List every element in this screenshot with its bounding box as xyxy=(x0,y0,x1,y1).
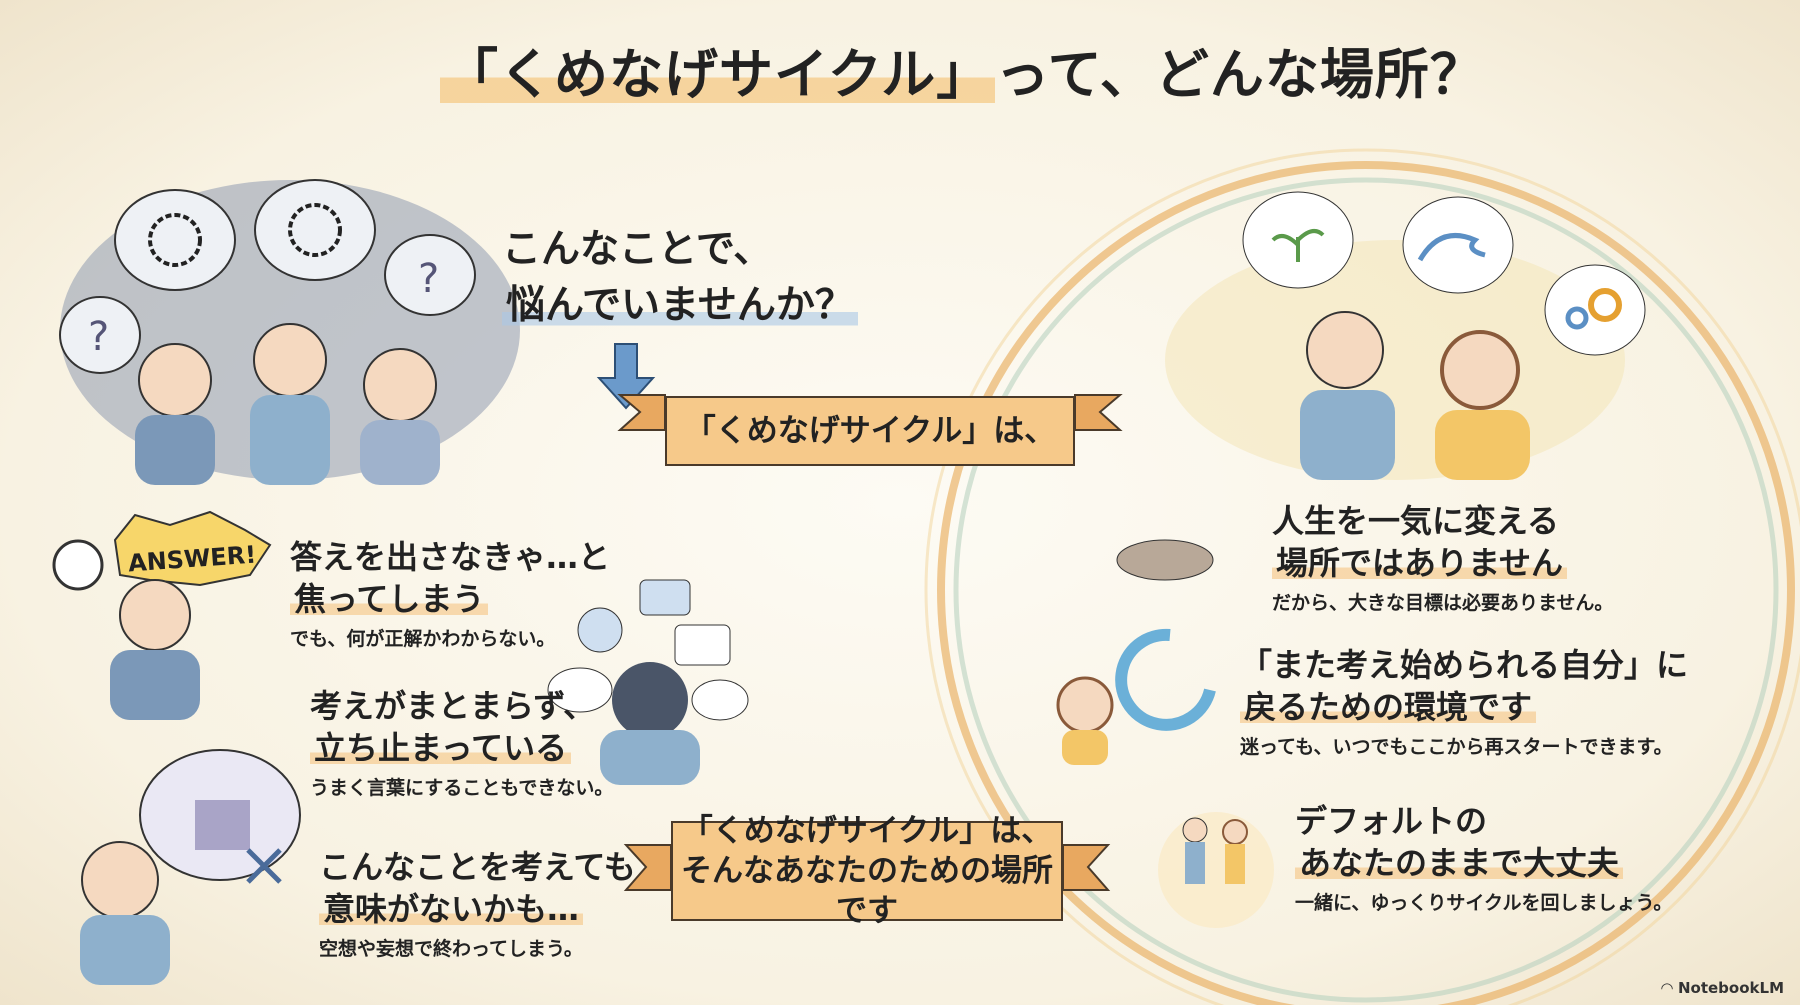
walking-couple xyxy=(1158,812,1274,928)
left-item-meaningless: こんなことを考えても 意味がないかも… 空想や妄想で終わってしまう。 xyxy=(319,848,636,960)
castle-daydream xyxy=(80,749,301,985)
frustrated-person xyxy=(110,579,200,720)
right-item-environment: 「また考え始められる自分」に 戻るための環境です 迷っても、いつでもここから再ス… xyxy=(1240,646,1689,758)
answer-burst xyxy=(113,510,272,587)
banner-top xyxy=(617,394,1123,431)
alarm-clock-icon xyxy=(52,539,104,591)
worried-people-illustration: ? ? xyxy=(59,179,520,485)
banner-bottom-label: 「くめなげサイクル」は、 そんなあなたのための場所です xyxy=(671,813,1063,929)
svg-text:?: ? xyxy=(418,256,439,302)
refresh-cycle-icon xyxy=(1056,628,1216,765)
banner-bottom xyxy=(623,844,1111,891)
left-item-rush: 答えを出さなきゃ…と 焦ってしまう でも、何が正解かわからない。 xyxy=(290,538,611,650)
notebooklm-logo-icon: ◠ xyxy=(1661,979,1678,997)
right-item-not-life-changing: 人生を一気に変える 場所ではありません だから、大きな目標は必要ありません。 xyxy=(1272,502,1614,614)
svg-text:?: ? xyxy=(88,314,109,360)
question-heading: こんなことで、 悩んでいませんか？ xyxy=(502,222,858,334)
head-in-hands-person xyxy=(547,579,749,785)
right-item-default-self: デフォルトの あなたのままで大丈夫 一緒に、ゆっくりサイクルを回しましょう。 xyxy=(1295,802,1673,914)
left-item-stuck: 考えがまとまらず、 立ち止まっている うまく言葉にすることもできない。 xyxy=(310,687,614,799)
down-arrow-icon xyxy=(596,343,656,410)
rock-icon xyxy=(1116,539,1214,581)
notebooklm-watermark: ◠ NotebookLM xyxy=(1661,979,1784,997)
cycle-ring xyxy=(924,148,1800,1005)
calm-people-illustration xyxy=(1165,191,1646,480)
page-title: 「くめなげサイクル」って、どんな場所？ xyxy=(440,30,1485,109)
banner-top-label: 「くめなげサイクル」は、 xyxy=(665,396,1075,466)
